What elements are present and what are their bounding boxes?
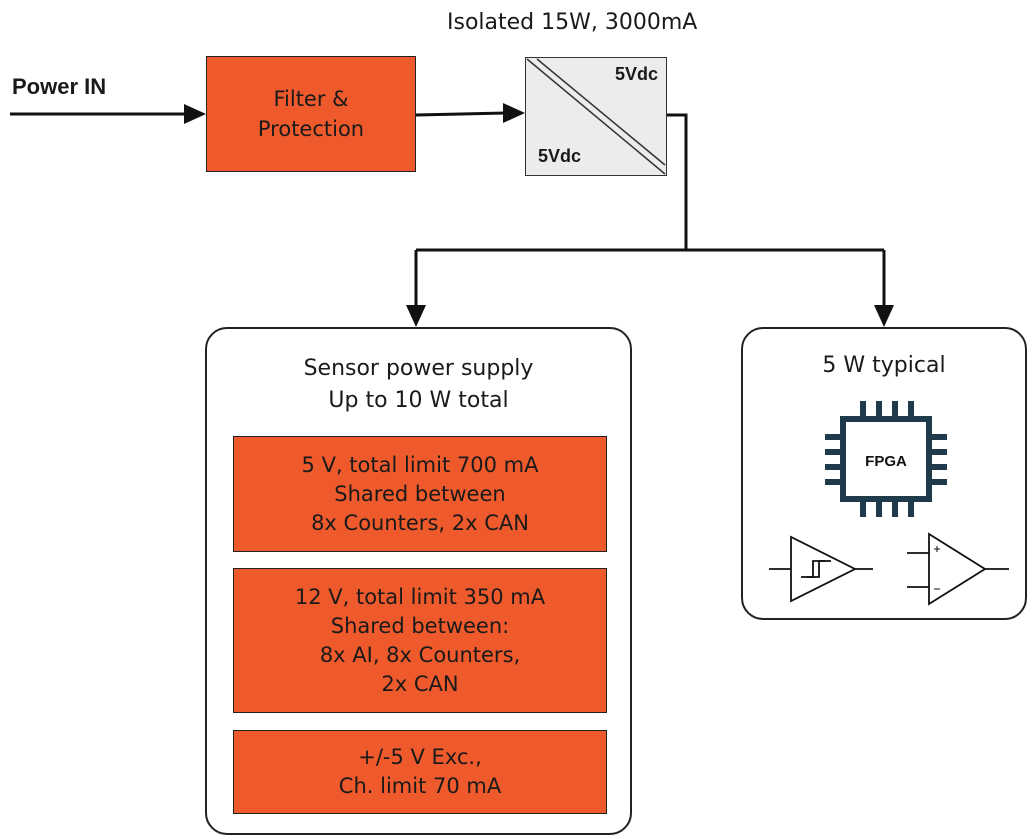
converter-diagonal-icon [526,57,665,175]
converter-output-label: 5Vdc [614,64,658,84]
fpga-art: FPGA [769,401,1009,606]
arrow-head-filter [184,104,206,124]
power-in-label: Power IN [12,74,107,99]
sensor-supply-title-line2: Up to 10 W total [328,388,509,413]
rail-text-line: Shared between [334,481,506,506]
rail-12v: 12 V, total limit 350 mA Shared between:… [233,568,607,713]
wire-filter-to-converter [415,111,507,117]
rail-text-line: 2x CAN [381,671,459,696]
rail-excitation: +/-5 V Exc., Ch. limit 70 mA [233,730,607,814]
sensor-power-supply-panel: Sensor power supply Up to 10 W total 5 V… [205,327,632,835]
isolated-dc-dc-converter: 5Vdc 5Vdc [525,57,667,176]
sensor-supply-title-line1: Sensor power supply [303,356,534,381]
filter-label-line2: Protection [257,117,365,141]
arrow-head-sensor [406,305,426,327]
rail-5v: 5 V, total limit 700 mA Shared between 8… [233,436,607,552]
fpga-chip-label: FPGA [865,453,907,470]
filter-protection-block: Filter & Protection [206,56,416,172]
fpga-power-title: 5 W typical [822,353,946,378]
rail-text-line: Shared between: [330,613,510,638]
sensor-supply-title: Sensor power supply Up to 10 W total [207,353,630,417]
arrow-head-fpga [874,305,894,327]
rail-text-line: +/-5 V Exc., [358,745,482,769]
rail-text-line: 8x AI, 8x Counters, [319,642,521,667]
wire-converter-output [667,113,688,250]
rail-text-line: 8x Counters, 2x CAN [311,510,529,535]
arrow-head-converter [503,103,525,123]
rail-text-line: Ch. limit 70 mA [338,774,502,798]
fpga-power-panel: 5 W typical FPGA [741,327,1027,620]
schmitt-trigger-icon [769,535,873,603]
op-amp-icon [907,532,1009,606]
converter-rating-label: Isolated 15W, 3000mA [447,10,698,35]
fpga-chip-icon [825,401,947,517]
rail-text-line: 12 V, total limit 350 mA [294,584,546,609]
rail-text-line: 5 V, total limit 700 mA [301,452,539,477]
filter-label-line1: Filter & [273,87,349,111]
converter-input-label: 5Vdc [538,146,582,166]
